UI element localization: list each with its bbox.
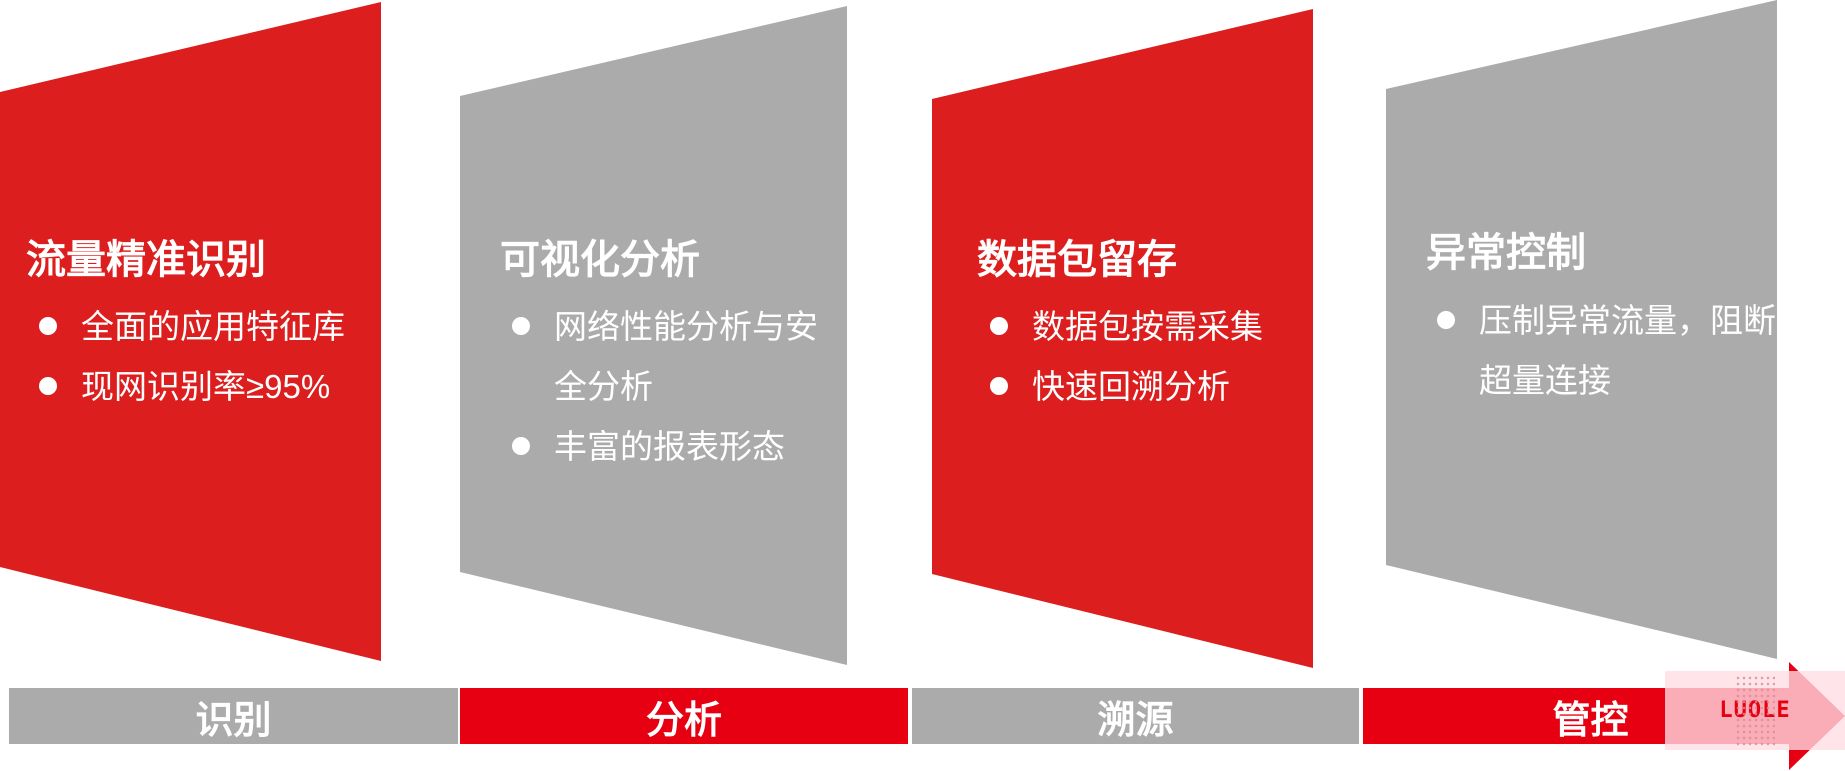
bullet-dot-icon bbox=[512, 437, 530, 455]
stage-2-bar bbox=[460, 688, 908, 744]
bullet-text: 数据包按需采集 bbox=[1032, 308, 1263, 345]
panel-2-title: 可视化分析 bbox=[500, 238, 700, 282]
panel-3-title: 数据包留存 bbox=[977, 238, 1177, 282]
stage-2-label: 分析 bbox=[645, 699, 722, 742]
list-item: 全面的应用特征库 bbox=[39, 297, 359, 357]
bullet-text: 网络性能分析与安全分析 bbox=[554, 308, 818, 405]
panel-4-title: 异常控制 bbox=[1426, 231, 1586, 275]
bullet-text: 丰富的报表形态 bbox=[554, 428, 785, 465]
list-item: 网络性能分析与安全分析 bbox=[512, 297, 826, 417]
list-item: 丰富的报表形态 bbox=[512, 417, 826, 477]
bullet-dot-icon bbox=[512, 317, 530, 335]
watermark-logo: LUOLE bbox=[1665, 671, 1845, 750]
panel-2-shape bbox=[460, 6, 847, 665]
panel-1-shape bbox=[0, 2, 381, 661]
list-item: 快速回溯分析 bbox=[990, 357, 1300, 417]
bullet-text: 全面的应用特征库 bbox=[81, 308, 345, 345]
stage-1-label: 识别 bbox=[195, 699, 272, 742]
panel-4-bullets: 压制异常流量，阻断超量连接 bbox=[1437, 291, 1779, 411]
panel-4-shape bbox=[1386, 0, 1777, 659]
bullet-dot-icon bbox=[990, 377, 1008, 395]
bullet-dot-icon bbox=[39, 377, 57, 395]
bullet-text: 快速回溯分析 bbox=[1032, 368, 1230, 405]
bullet-text: 现网识别率≥95% bbox=[81, 368, 331, 405]
panel-1-bullets: 全面的应用特征库 现网识别率≥95% bbox=[39, 297, 359, 417]
list-item: 压制异常流量，阻断超量连接 bbox=[1437, 291, 1779, 411]
list-item: 数据包按需采集 bbox=[990, 297, 1300, 357]
panel-2-bullets: 网络性能分析与安全分析 丰富的报表形态 bbox=[512, 297, 826, 477]
panel-3-bullets: 数据包按需采集 快速回溯分析 bbox=[990, 297, 1300, 417]
bullet-dot-icon bbox=[990, 317, 1008, 335]
bullet-dot-icon bbox=[39, 317, 57, 335]
stage-3-bar bbox=[912, 688, 1359, 744]
stage-1-bar bbox=[9, 688, 458, 744]
panel-3-shape bbox=[932, 9, 1313, 668]
stage-4-label: 管控 bbox=[1552, 699, 1629, 742]
stage-3-label: 溯源 bbox=[1097, 699, 1174, 742]
bullet-text: 压制异常流量，阻断超量连接 bbox=[1479, 302, 1776, 399]
logo-pattern-icon bbox=[1735, 675, 1775, 746]
bullet-dot-icon bbox=[1437, 311, 1455, 329]
list-item: 现网识别率≥95% bbox=[39, 357, 359, 417]
panel-1-title: 流量精准识别 bbox=[26, 238, 266, 282]
